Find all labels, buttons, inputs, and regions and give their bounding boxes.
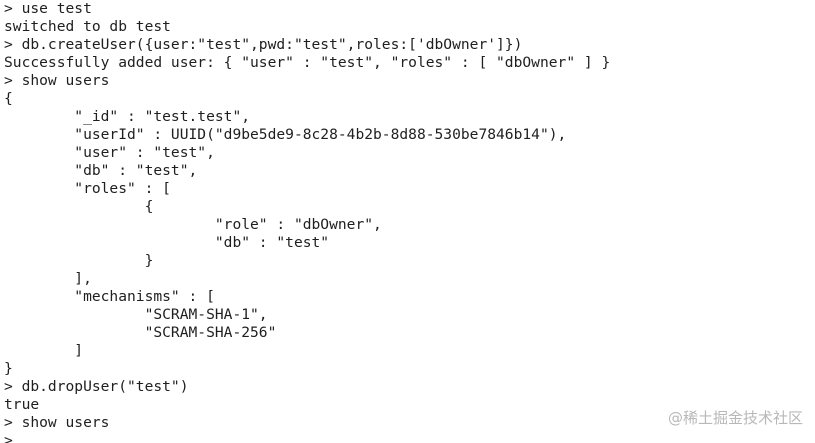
terminal-line: > show users <box>4 414 110 431</box>
terminal-line: "_id" : "test.test", <box>4 108 251 125</box>
terminal-line: ], <box>4 270 92 287</box>
terminal-line: "SCRAM-SHA-1", <box>4 306 268 323</box>
terminal-line: { <box>4 90 13 107</box>
terminal-line: "user" : "test", <box>4 144 215 161</box>
terminal-line: "userId" : UUID("d9be5de9-8c28-4b2b-8d88… <box>4 126 567 143</box>
terminal-line: > use test <box>4 0 92 17</box>
terminal-line: "db" : "test" <box>4 234 330 251</box>
terminal-line: > db.createUser({user:"test",pwd:"test",… <box>4 36 523 53</box>
terminal-line: "roles" : [ <box>4 180 171 197</box>
terminal-line: true <box>4 396 40 413</box>
terminal-line: "role" : "dbOwner", <box>4 216 382 233</box>
terminal-line: } <box>4 360 13 377</box>
terminal-line: } <box>4 252 154 269</box>
terminal-line: > show users <box>4 72 110 89</box>
watermark-text: @稀土掘金技术社区 <box>667 409 803 427</box>
terminal-prompt-line[interactable]: > <box>4 432 13 443</box>
terminal-line: > db.dropUser("test") <box>4 378 189 395</box>
terminal-line: { <box>4 198 154 215</box>
terminal-line: "db" : "test", <box>4 162 198 179</box>
terminal-line: switched to db test <box>4 18 171 35</box>
terminal-line: Successfully added user: { "user" : "tes… <box>4 54 611 71</box>
terminal-line: "mechanisms" : [ <box>4 288 215 305</box>
terminal-line: "SCRAM-SHA-256" <box>4 324 277 341</box>
terminal-line: ] <box>4 342 84 359</box>
